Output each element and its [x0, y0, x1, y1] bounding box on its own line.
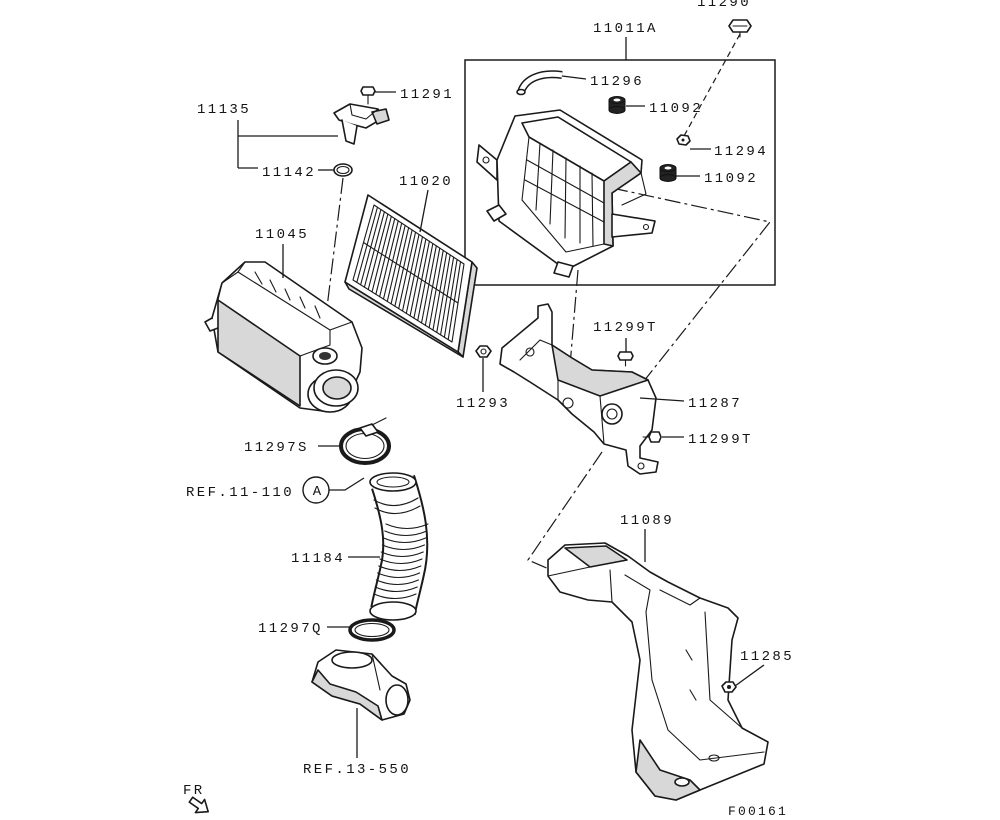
- hose-corrugation: [385, 523, 429, 530]
- front-direction-indicator: FR: [183, 783, 209, 814]
- phantom-line: [527, 451, 603, 573]
- callout-top-bolt: 11290: [697, 0, 751, 11]
- air-cleaner-upper-case: [476, 109, 656, 278]
- phantom-line: [611, 187, 772, 387]
- air-cleaner-lower-case: [204, 261, 363, 413]
- small-bolt: [676, 134, 691, 146]
- leader-lines: [237, 37, 765, 758]
- callout-bracket-nut: 11293: [456, 396, 510, 412]
- grommet-lower: [659, 164, 677, 182]
- callout-intake-hose: 11184: [291, 551, 345, 567]
- reference-upper: REF.11-110: [186, 485, 294, 501]
- air-filter-element: [344, 194, 478, 358]
- air-cleaner-bracket: [499, 303, 659, 475]
- duct-bolt: [721, 681, 737, 693]
- callout-bracket: 11287: [688, 396, 742, 412]
- callout-small-bolt: 11294: [714, 144, 768, 160]
- callout-grommet-upper: 11092: [649, 101, 703, 117]
- intake-hose: [369, 472, 429, 621]
- leader-line: [329, 477, 365, 491]
- leader-line: [734, 664, 765, 687]
- hose-corrugation: [381, 544, 425, 551]
- callout-lower-case: 11045: [255, 227, 309, 243]
- callout-upper-case: 11011A: [593, 21, 658, 37]
- hose-clamp-upper: [339, 417, 391, 465]
- callout-filter-element: 11020: [399, 174, 453, 190]
- breather-hose: [516, 70, 563, 96]
- intake-elbow: [311, 649, 411, 721]
- leader-line: [237, 120, 338, 169]
- figure-code: F00161: [728, 804, 788, 819]
- bracket-nut: [475, 345, 492, 358]
- hose-clamp-lower: [348, 618, 396, 642]
- bracket-bolt-upper: [617, 351, 634, 367]
- hose-corrugation: [379, 558, 423, 565]
- air-intake-duct: [547, 542, 769, 801]
- hose-corrugations: [373, 523, 429, 600]
- callout-o-ring: 11142: [262, 165, 316, 181]
- hose-corrugation: [380, 551, 424, 558]
- callout-clamp-upper: 11297S: [244, 440, 309, 456]
- callout-sensor-screw: 11291: [400, 87, 454, 103]
- hose-corrugation: [378, 565, 422, 572]
- o-ring: [333, 163, 353, 177]
- callout-bracket-bolt-lower: 11299T: [688, 432, 753, 448]
- callout-clamp-lower: 11297Q: [258, 621, 323, 637]
- callout-breather-hose: 11296: [590, 74, 644, 90]
- sensor-screw: [360, 86, 376, 105]
- grommet-upper: [608, 96, 626, 114]
- hose-corrugation: [373, 593, 417, 600]
- hose-corrugation: [377, 572, 421, 579]
- leader-line: [561, 75, 587, 80]
- top-bolt: [728, 19, 752, 38]
- reference-lower: REF.13-550: [303, 762, 411, 778]
- phantom-line: [683, 33, 741, 137]
- reference-marker-letter: A: [313, 484, 322, 500]
- callout-bracket-bolt-upper: 11299T: [593, 320, 658, 336]
- hose-corrugation: [375, 579, 419, 586]
- phantom-line: [567, 269, 579, 391]
- front-arrow-icon: [188, 796, 209, 814]
- upper-case-group-frame: [464, 59, 776, 286]
- callout-intake-duct: 11089: [620, 513, 674, 529]
- leader-line: [639, 397, 685, 402]
- direction-label: FR: [183, 783, 205, 799]
- leader-line: [419, 189, 429, 233]
- hose-corrugation: [383, 537, 427, 544]
- callout-grommet-lower: 11092: [704, 171, 758, 187]
- hose-corrugation: [374, 586, 418, 593]
- reference-marker-circle: [302, 476, 330, 504]
- callout-sensor-assy: 11135: [197, 102, 251, 118]
- hose-corrugation: [384, 530, 428, 537]
- air-flow-sensor: [333, 103, 390, 145]
- callout-labels: 11290 11011A 11296 11092 11294 11092 111…: [186, 0, 794, 778]
- callout-duct-bolt: 11285: [740, 649, 794, 665]
- bracket-bolt-lower: [642, 431, 662, 443]
